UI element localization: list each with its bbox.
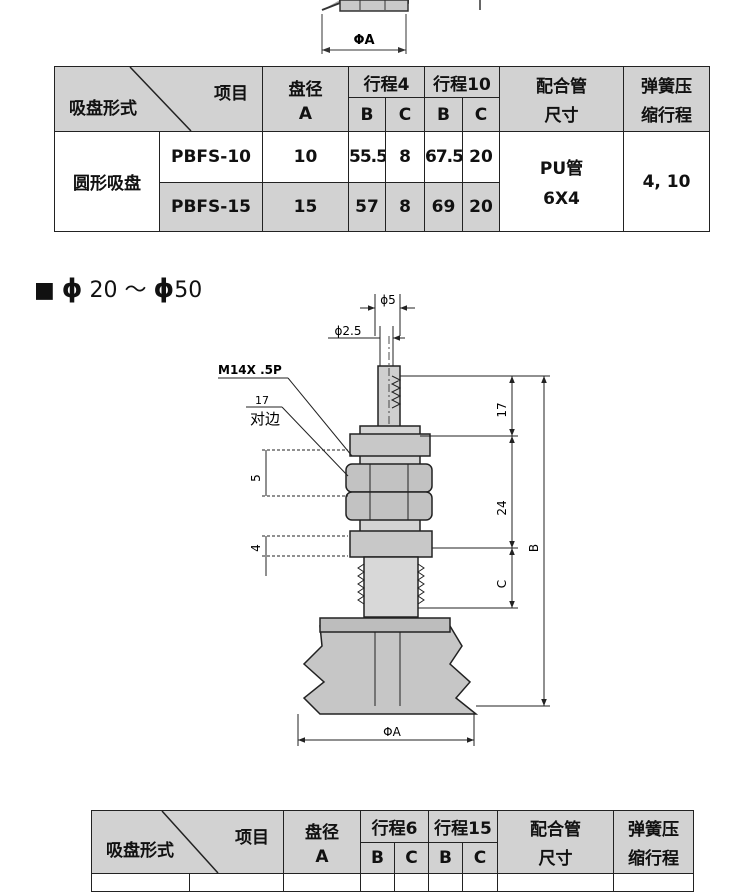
square-bullet-icon: ■ bbox=[34, 278, 55, 303]
table1-c1: 8 bbox=[385, 182, 425, 232]
table1-sub-c1: C bbox=[385, 97, 425, 132]
dim-24-label: 24 bbox=[495, 500, 509, 515]
table1-a: 10 bbox=[262, 131, 349, 183]
range-tilde: ～ bbox=[124, 278, 147, 303]
table1-sub-c2: C bbox=[461, 97, 501, 132]
phi-symbol: ϕ bbox=[61, 274, 83, 304]
dim-b-label: B bbox=[527, 544, 541, 552]
table1-b2: 67.5 bbox=[424, 131, 463, 183]
suction-cup-drawing: ϕ5 ϕ2.5 M14X .5P 17 对边 5 4 17 24 bbox=[218, 293, 550, 746]
table2-sub-b2: B bbox=[428, 841, 463, 874]
top-drawing-fragment: ΦA bbox=[321, 0, 481, 54]
table1-pipe-header: 配合管尺寸 bbox=[499, 66, 625, 132]
dim-5-label: 5 bbox=[249, 474, 263, 482]
across-flats-text: 对边 bbox=[250, 410, 280, 428]
table1-model: PBFS-15 bbox=[159, 182, 263, 232]
table2-corner-header: 吸盘形式 项目 bbox=[91, 810, 284, 874]
range-to: 50 bbox=[174, 278, 203, 303]
dim-4-label: 4 bbox=[249, 544, 263, 552]
phi25-label: ϕ2.5 bbox=[335, 324, 362, 338]
table2-pipe-header: 配合管尺寸 bbox=[497, 810, 615, 874]
table2-group2-header: 行程15 bbox=[427, 810, 499, 843]
table2-sub-b1: B bbox=[360, 841, 395, 874]
table2-corner-right: 项目 bbox=[235, 828, 269, 848]
phi-symbol: ϕ bbox=[153, 274, 175, 304]
table1-group2-header: 行程10 bbox=[423, 65, 501, 99]
section-heading: ■ ϕ 20 ～ ϕ50 bbox=[34, 272, 202, 304]
table2-sub-c2: C bbox=[461, 841, 499, 874]
table1-corner-left: 吸盘形式 bbox=[69, 99, 137, 119]
table1-type-name: 圆形吸盘 bbox=[54, 131, 160, 232]
table2-sub-c1: C bbox=[394, 841, 429, 874]
table1-b1: 55.5 bbox=[348, 131, 386, 183]
table1-c1: 8 bbox=[385, 131, 425, 183]
table1-a: 15 bbox=[262, 182, 349, 232]
thread-label: M14X .5P bbox=[218, 363, 282, 377]
table1-sub-b2: B bbox=[424, 97, 463, 132]
table1-c2: 20 bbox=[461, 182, 501, 232]
table1-spring-value: 4, 10 bbox=[623, 131, 711, 232]
range-from: 20 bbox=[89, 278, 118, 303]
bottom-phi-a-label: ΦA bbox=[383, 725, 401, 739]
table1-model: PBFS-10 bbox=[159, 131, 263, 183]
table2-group1-header: 行程6 bbox=[360, 810, 429, 843]
table-row bbox=[91, 873, 695, 892]
dim-17-label: 17 bbox=[495, 402, 509, 417]
table1-b1: 57 bbox=[348, 182, 386, 232]
table1-corner-header: 吸盘形式 项目 bbox=[54, 66, 263, 132]
table-row: PBFS-15 15 57 8 69 20 bbox=[55, 182, 710, 232]
top-phi-a-label: ΦA bbox=[353, 33, 374, 48]
table1-sub-b1: B bbox=[348, 97, 386, 132]
table2-spring-header: 弹簧压缩行程 bbox=[613, 810, 695, 874]
table2-corner-left: 吸盘形式 bbox=[106, 841, 174, 861]
dim-c-label: C bbox=[495, 580, 509, 588]
table1-corner-right: 项目 bbox=[214, 84, 248, 104]
table1-group1-header: 行程4 bbox=[348, 65, 425, 99]
across-flats-number: 17 bbox=[255, 394, 269, 407]
phi5-label: ϕ5 bbox=[380, 293, 396, 307]
table1-b2: 69 bbox=[424, 182, 463, 232]
table1-c2: 20 bbox=[461, 131, 501, 183]
table1-spring-header: 弹簧压缩行程 bbox=[623, 66, 711, 132]
